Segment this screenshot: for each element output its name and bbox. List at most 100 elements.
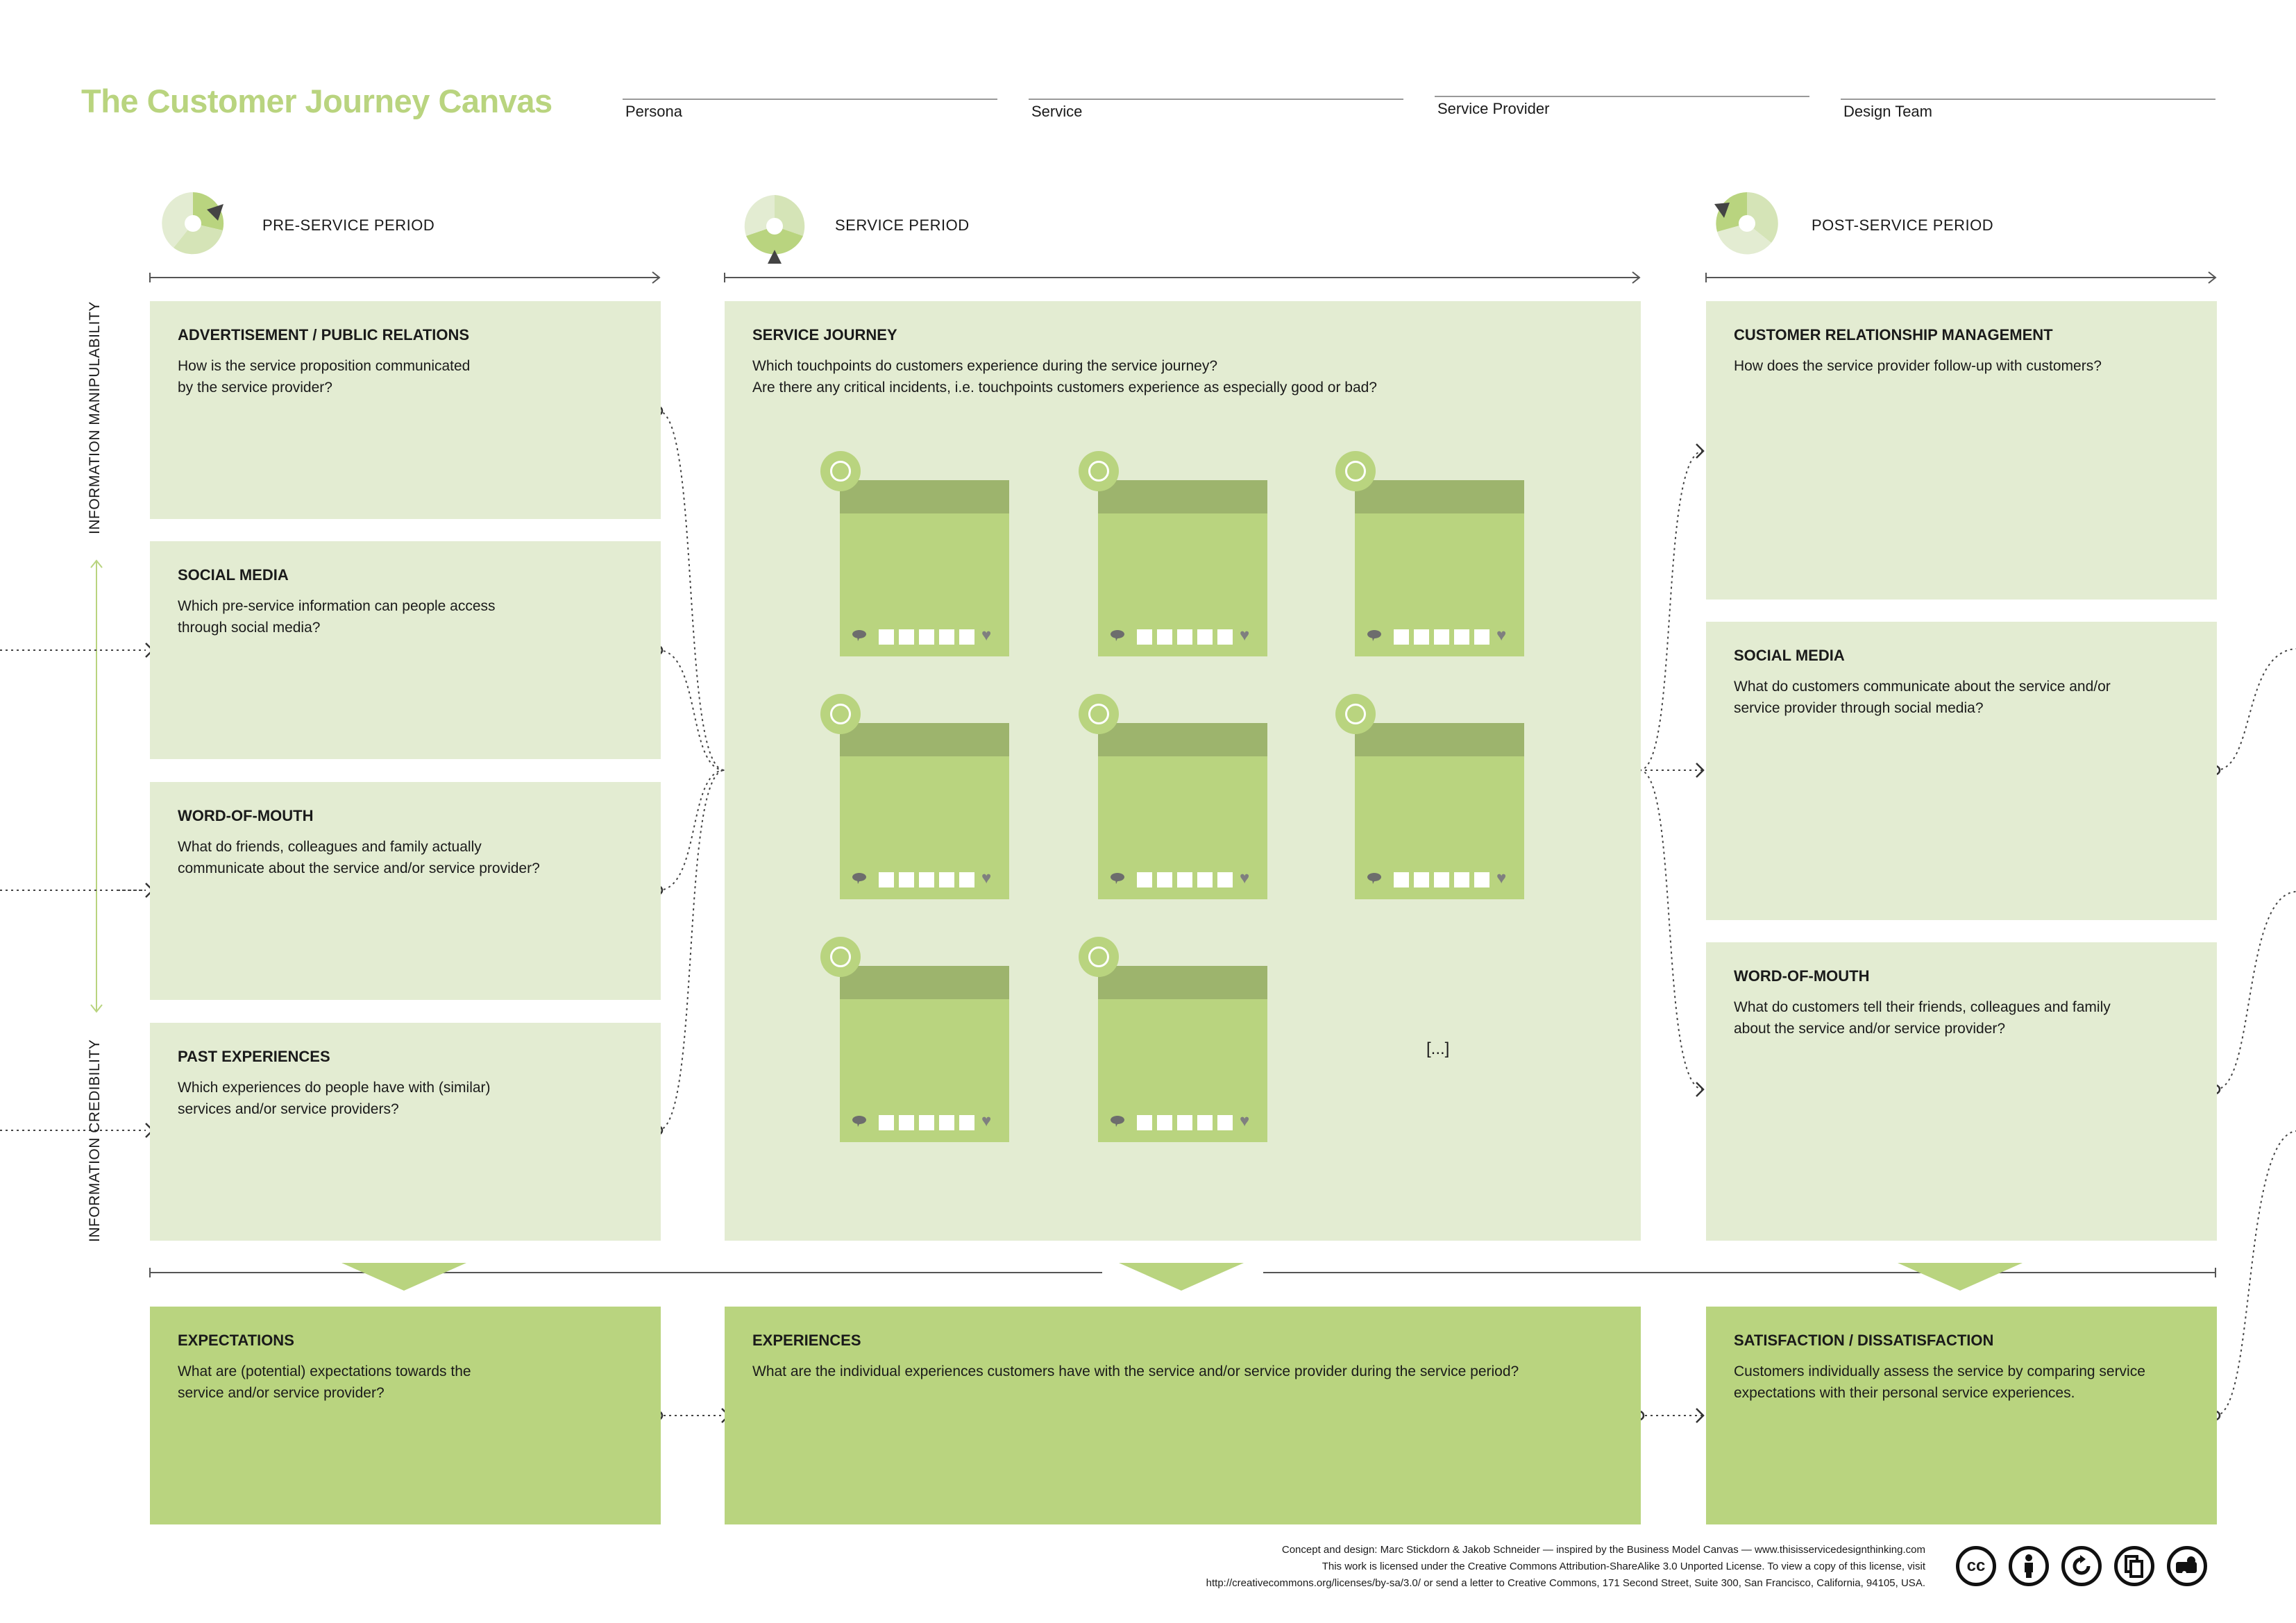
- rating-square[interactable]: [1217, 629, 1233, 645]
- crm-title: CUSTOMER RELATIONSHIP MANAGEMENT: [1734, 326, 2053, 343]
- commercial-icon[interactable]: [2167, 1546, 2207, 1586]
- touchpoint-card[interactable]: ♥: [820, 451, 1009, 656]
- rating-square[interactable]: [1137, 872, 1152, 887]
- touchpoint-card-header: [840, 480, 1009, 513]
- rating-square[interactable]: [1177, 629, 1192, 645]
- rating-square[interactable]: [899, 1115, 914, 1130]
- rating-square[interactable]: [879, 1115, 894, 1130]
- rating-square[interactable]: [1137, 629, 1152, 645]
- crm-box[interactable]: CUSTOMER RELATIONSHIP MANAGEMENT How doe…: [1706, 301, 2217, 600]
- touchpoint-card[interactable]: ♥: [820, 694, 1009, 899]
- persona-field[interactable]: Persona: [623, 99, 997, 128]
- rating-square[interactable]: [1157, 872, 1172, 887]
- rating-square[interactable]: [939, 629, 954, 645]
- rating-square[interactable]: [1414, 629, 1429, 645]
- rating-square[interactable]: [1177, 872, 1192, 887]
- expectations-question: What are (potential) expectations toward…: [178, 1363, 471, 1401]
- rating-square[interactable]: [899, 872, 914, 887]
- rating-square[interactable]: [1177, 1115, 1192, 1130]
- pre-service-pie-icon: [162, 192, 224, 255]
- cloud-icon: [1111, 630, 1124, 641]
- rating-square[interactable]: [1434, 629, 1449, 645]
- service-period-label: SERVICE PERIOD: [835, 216, 970, 234]
- touchpoint-card-header: [1098, 723, 1267, 756]
- design-team-field[interactable]: Design Team: [1841, 99, 2215, 128]
- touchpoint-circle-icon: [1335, 451, 1376, 491]
- crm-question: How does the service provider follow-up …: [1734, 358, 2102, 374]
- footer-line-2: This work is licensed under the Creative…: [1322, 1561, 1925, 1572]
- rating-square[interactable]: [959, 1115, 974, 1130]
- expectations-box[interactable]: EXPECTATIONS What are (potential) expect…: [150, 1307, 661, 1524]
- touchpoint-circle-icon: [820, 694, 861, 734]
- rating-square[interactable]: [939, 872, 954, 887]
- rating-square[interactable]: [1217, 1115, 1233, 1130]
- page-title: The Customer Journey Canvas: [81, 83, 552, 119]
- touchpoint-card[interactable]: ♥: [1335, 694, 1524, 899]
- post-word-of-mouth-question: What do customers tell their friends, co…: [1734, 999, 2111, 1037]
- rating-square[interactable]: [1217, 872, 1233, 887]
- pre-service-period-label: PRE-SERVICE PERIOD: [262, 216, 435, 234]
- rating-square[interactable]: [1474, 872, 1489, 887]
- rating-square[interactable]: [919, 629, 934, 645]
- rating-square[interactable]: [1434, 872, 1449, 887]
- rating-square[interactable]: [899, 629, 914, 645]
- rating-square[interactable]: [1474, 629, 1489, 645]
- cloud-icon: [852, 873, 866, 884]
- post-social-media-box[interactable]: SOCIAL MEDIA What do customers communica…: [1706, 622, 2217, 920]
- information-manipulability-label: INFORMATION MANIPULABILITY: [87, 301, 103, 534]
- attribution-icon[interactable]: [2009, 1546, 2049, 1586]
- share-alike-icon[interactable]: [2061, 1546, 2102, 1586]
- cloud-icon: [1111, 1116, 1124, 1127]
- touchpoint-card[interactable]: ♥: [1079, 694, 1267, 899]
- service-field[interactable]: Service: [1029, 99, 1403, 128]
- touchpoint-card[interactable]: ♥: [820, 937, 1009, 1142]
- rating-square[interactable]: [1197, 1115, 1213, 1130]
- experiences-box[interactable]: EXPERIENCES What are the individual expe…: [725, 1307, 1641, 1524]
- rating-square[interactable]: [1157, 629, 1172, 645]
- advertisement-box[interactable]: ADVERTISEMENT / PUBLIC RELATIONS How is …: [150, 301, 661, 519]
- service-provider-field[interactable]: Service Provider: [1435, 96, 1809, 125]
- pre-social-media-box[interactable]: SOCIAL MEDIA Which pre-service informati…: [150, 541, 661, 759]
- rating-square[interactable]: [879, 629, 894, 645]
- post-social-media-title: SOCIAL MEDIA: [1734, 647, 1845, 664]
- post-word-of-mouth-box[interactable]: WORD-OF-MOUTH What do customers tell the…: [1706, 942, 2217, 1241]
- footer-line-3: http://creativecommons.org/licenses/by-s…: [1206, 1577, 1925, 1589]
- rating-square[interactable]: [1197, 629, 1213, 645]
- rating-square[interactable]: [1197, 872, 1213, 887]
- rating-square[interactable]: [919, 872, 934, 887]
- cloud-icon: [852, 630, 866, 641]
- rating-square[interactable]: [959, 629, 974, 645]
- rating-square[interactable]: [1157, 1115, 1172, 1130]
- heart-icon: ♥: [981, 626, 992, 645]
- touchpoint-card[interactable]: ♥: [1079, 937, 1267, 1142]
- past-experiences-box[interactable]: PAST EXPERIENCES Which experiences do pe…: [150, 1023, 661, 1241]
- touchpoint-card[interactable]: ♥: [1079, 451, 1267, 656]
- cc-icon[interactable]: cc: [1956, 1546, 1996, 1586]
- rating-square[interactable]: [1394, 872, 1409, 887]
- rating-square[interactable]: [919, 1115, 934, 1130]
- touchpoint-card[interactable]: ♥: [1335, 451, 1524, 656]
- satisfaction-box[interactable]: SATISFACTION / DISSATISFACTION Customers…: [1706, 1307, 2217, 1524]
- rating-square[interactable]: [959, 872, 974, 887]
- rating-square[interactable]: [1394, 629, 1409, 645]
- rating-square[interactable]: [1454, 872, 1469, 887]
- touchpoint-circle-icon: [1079, 937, 1119, 977]
- copy-icon[interactable]: [2114, 1546, 2154, 1586]
- experiences-title: EXPERIENCES: [752, 1332, 861, 1349]
- more-touchpoints-label: [...]: [1426, 1039, 1450, 1058]
- heart-icon: ♥: [1496, 869, 1507, 887]
- rating-square[interactable]: [1414, 872, 1429, 887]
- service-label: Service: [1031, 103, 1083, 120]
- footer-credits: Concept and design: Marc Stickdorn & Jak…: [1206, 1542, 1925, 1592]
- heart-icon: ♥: [981, 1112, 992, 1130]
- pre-word-of-mouth-box[interactable]: WORD-OF-MOUTH What do friends, colleague…: [150, 782, 661, 1000]
- service-journey-title: SERVICE JOURNEY: [752, 326, 897, 343]
- touchpoint-card-header: [840, 966, 1009, 999]
- rating-square[interactable]: [1137, 1115, 1152, 1130]
- advertisement-question: How is the service proposition communica…: [178, 358, 471, 396]
- touchpoint-circle-icon: [1079, 451, 1119, 491]
- rating-square[interactable]: [879, 872, 894, 887]
- cloud-icon: [852, 1116, 866, 1127]
- rating-square[interactable]: [1454, 629, 1469, 645]
- rating-square[interactable]: [939, 1115, 954, 1130]
